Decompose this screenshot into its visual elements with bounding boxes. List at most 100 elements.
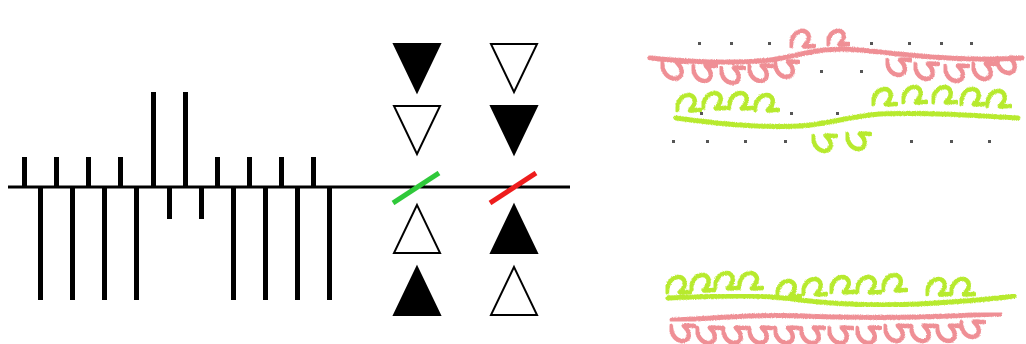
bar-down-long — [70, 187, 75, 300]
dot — [910, 140, 913, 143]
green-loop — [930, 84, 959, 105]
pink-loop — [788, 28, 817, 49]
bar-down-long — [231, 187, 236, 300]
bar-up-long — [183, 92, 188, 187]
triangle-up-outline — [489, 264, 539, 316]
green-loop-bottom — [664, 274, 693, 295]
dot — [730, 42, 733, 45]
bar-down-long — [295, 187, 300, 300]
pink-loops-top — [659, 28, 1023, 86]
pink-loop-bottom — [772, 325, 801, 344]
green-loop — [700, 90, 729, 111]
pink-loop — [884, 57, 913, 78]
pink-loop-bottom — [882, 323, 911, 344]
symbol-columns — [391, 43, 539, 316]
pink-loop — [718, 65, 747, 86]
dot — [970, 42, 973, 45]
bar-up-short — [118, 157, 123, 187]
dot — [870, 42, 873, 45]
dot — [820, 70, 823, 73]
green-strand-top — [673, 110, 1021, 130]
dot — [784, 140, 787, 143]
pink-loop-bottom — [798, 325, 827, 344]
dot — [836, 112, 839, 115]
strand-sketches — [647, 28, 1025, 344]
bottom-loops — [664, 270, 987, 344]
dot — [744, 140, 747, 143]
green-loop — [870, 86, 899, 107]
pink-loop-bottom — [668, 323, 697, 344]
pink-loop-bottom — [908, 323, 937, 344]
green-loop-bottom — [688, 272, 717, 293]
dot — [940, 42, 943, 45]
bar-up-short — [22, 157, 27, 187]
green-loop-bottom — [774, 278, 803, 299]
pink-strand-top — [647, 46, 1025, 65]
dot — [988, 140, 991, 143]
dot — [790, 112, 793, 115]
bar-down-long — [102, 187, 107, 300]
pink-loop — [690, 63, 719, 84]
pink-loop — [825, 28, 852, 47]
dot — [908, 42, 911, 45]
pink-strand-bottom — [669, 311, 1003, 323]
dot — [860, 70, 863, 73]
dot — [768, 42, 771, 45]
bar-up-short — [86, 157, 91, 187]
green-loop-bottom — [828, 274, 857, 295]
pink-loop-bottom — [720, 325, 749, 344]
pink-loop-bottom — [958, 319, 987, 340]
green-loop — [752, 92, 781, 113]
pink-loop-bottom — [934, 323, 963, 344]
bar-down-short — [167, 187, 172, 219]
dot — [950, 140, 953, 143]
green-loop-bottom — [736, 270, 765, 291]
left-slash — [391, 170, 441, 206]
pink-loop — [970, 61, 999, 82]
bar-up-short — [215, 157, 220, 187]
green-loop-bottom — [854, 274, 883, 295]
pink-loop-bottom — [746, 325, 775, 344]
pink-loop — [746, 63, 775, 84]
green-loop-bottom — [800, 276, 829, 297]
triangle-down-filled — [489, 105, 539, 157]
bar-up-short — [54, 157, 59, 187]
pink-loop — [659, 59, 691, 81]
green-loop — [844, 131, 873, 152]
dot — [706, 140, 709, 143]
dot-grid — [672, 42, 991, 143]
bar-down-long — [134, 187, 139, 300]
triangle-down-outline — [392, 105, 442, 157]
pink-loop — [912, 61, 941, 82]
pink-loop-bottom — [694, 325, 723, 344]
pink-loop — [994, 55, 1023, 76]
bar-down-long — [38, 187, 43, 300]
pink-loop — [942, 63, 971, 84]
dot — [672, 140, 675, 143]
dot — [698, 42, 701, 45]
green-loop — [674, 92, 703, 113]
green-loop-bottom — [924, 276, 953, 297]
green-strand-bottom — [665, 293, 1017, 308]
green-loop-bottom — [948, 276, 977, 297]
bar-down-short — [199, 187, 204, 219]
bar-up-short — [247, 157, 252, 187]
triangle-down-filled — [392, 43, 442, 95]
dot — [700, 112, 703, 115]
right-slash — [488, 170, 538, 206]
bar-up-long — [151, 92, 156, 187]
pattern-diagram — [8, 92, 570, 300]
green-loop — [726, 90, 755, 111]
green-loop — [900, 84, 929, 105]
green-loop-bottom — [880, 272, 909, 293]
bar-down-long — [327, 187, 332, 300]
green-loops-top — [674, 84, 1013, 154]
pink-loop — [772, 59, 801, 80]
triangle-up-outline — [392, 202, 442, 254]
green-loop — [810, 133, 839, 154]
triangle-down-outline — [489, 43, 539, 95]
bar-up-short — [279, 157, 284, 187]
pink-loop-bottom — [854, 325, 883, 344]
pink-loop-bottom — [826, 325, 855, 344]
bar-down-long — [263, 187, 268, 300]
